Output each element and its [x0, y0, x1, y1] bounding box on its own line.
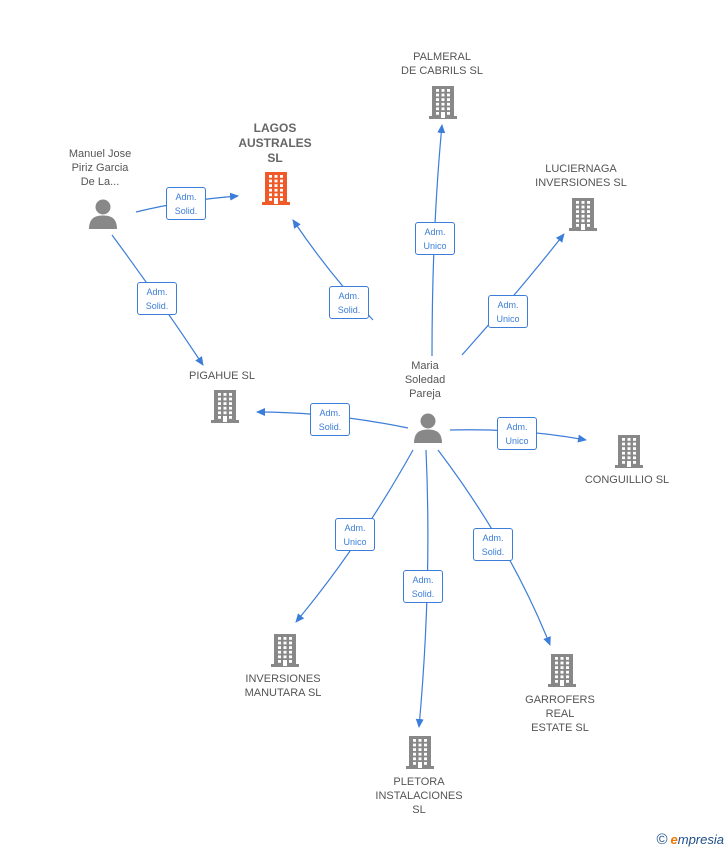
- node-label-lag[interactable]: LAGOS AUSTRALES SL: [238, 120, 312, 165]
- edge-label-msp-inv[interactable]: Adm. Unico: [335, 518, 375, 551]
- node-label-con[interactable]: CONGUILLIO SL: [584, 474, 670, 486]
- footer-brand: ©empresia: [656, 831, 724, 848]
- edge-label-msp-luc[interactable]: Adm. Unico: [488, 295, 528, 328]
- building-icon[interactable]: [405, 734, 435, 775]
- edge-label-msp-pig[interactable]: Adm. Solid.: [310, 403, 350, 436]
- copyright-icon: ©: [656, 831, 668, 848]
- edge-label-mj-pig[interactable]: Adm. Solid.: [137, 282, 177, 315]
- node-label-pig[interactable]: PIGAHUE SL: [188, 370, 256, 382]
- building-icon[interactable]: [547, 652, 577, 693]
- building-icon[interactable]: [261, 170, 291, 211]
- building-icon[interactable]: [428, 84, 458, 125]
- node-label-pal[interactable]: PALMERAL DE CABRILS SL: [401, 51, 483, 77]
- edge-label-mj-lag[interactable]: Adm. Solid.: [166, 187, 206, 220]
- building-icon[interactable]: [614, 433, 644, 474]
- person-icon[interactable]: [88, 198, 118, 235]
- edge-label-msp-gar[interactable]: Adm. Solid.: [473, 528, 513, 561]
- building-icon[interactable]: [270, 632, 300, 673]
- person-icon[interactable]: [413, 412, 443, 449]
- edge-label-msp-lag[interactable]: Adm. Solid.: [329, 286, 369, 319]
- node-label-mj[interactable]: Manuel Jose Piriz Garcia De La...: [68, 148, 132, 188]
- building-icon[interactable]: [210, 388, 240, 429]
- edge-label-msp-ple[interactable]: Adm. Solid.: [403, 570, 443, 603]
- node-label-inv[interactable]: INVERSIONES MANUTARA SL: [244, 673, 322, 699]
- building-icon[interactable]: [568, 196, 598, 237]
- edge-label-msp-pal[interactable]: Adm. Unico: [415, 222, 455, 255]
- edge-msp-luc: [461, 233, 565, 356]
- node-label-ple[interactable]: PLETORA INSTALACIONES SL: [375, 776, 463, 816]
- node-label-gar[interactable]: GARROFERS REAL ESTATE SL: [525, 694, 595, 734]
- edge-label-msp-con[interactable]: Adm. Unico: [497, 417, 537, 450]
- brand-logo-text: mpresia: [677, 832, 724, 847]
- brand-logo-initial: e: [670, 832, 678, 847]
- node-label-luc[interactable]: LUCIERNAGA INVERSIONES SL: [535, 163, 627, 189]
- node-label-msp[interactable]: Maria Soledad Pareja: [404, 360, 446, 400]
